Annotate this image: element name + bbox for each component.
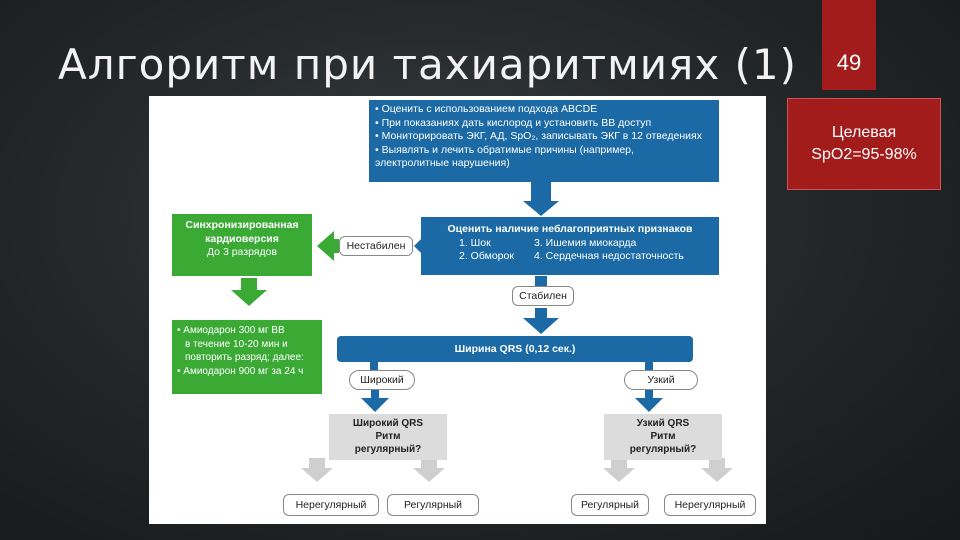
adverse-item-ischemia: 3. Ишемия миокарда (534, 236, 637, 249)
arrow-down-1 (523, 181, 559, 216)
narrow-qrs-line: Ритм (650, 431, 676, 442)
narrow-qrs-line: Узкий QRS (636, 418, 690, 429)
cardioversion-line: кардиоверсия (205, 232, 279, 245)
unstable-label: Нестабилен (339, 236, 413, 256)
wide-irregular-label: Нерегулярный (283, 494, 379, 516)
arrow-down-narrow-2 (635, 390, 663, 412)
note-line-2: SpO2=95-98% (811, 146, 917, 163)
wide-qrs-box: Широкий QRS Ритм регулярный? (329, 414, 447, 460)
initial-assessment-line: • Выявлять и лечить обратимые причины (н… (375, 143, 634, 156)
wide-qrs-line: Широкий QRS (352, 418, 424, 429)
cardioversion-line: Синхронизированная (185, 219, 299, 231)
adverse-features-title: Оценить наличие неблагоприятных признако… (447, 223, 693, 235)
arrow-down-wide-2 (361, 390, 389, 412)
wide-regular-label: Регулярный (387, 494, 479, 516)
cardioversion-line: До 3 разрядов (206, 246, 278, 258)
narrow-qrs-line: регулярный? (629, 444, 697, 455)
qrs-width-box: Ширина QRS (0,12 сек.) (337, 336, 693, 362)
narrow-regular-label: Регулярный (571, 494, 649, 516)
arrow-down-3 (523, 308, 559, 334)
qrs-width-label: Ширина QRS (0,12 сек.) (454, 343, 576, 355)
page-number-tab: 49 (822, 0, 876, 90)
amiodarone-line: • Амиодарон 300 мг ВВ (177, 325, 285, 336)
arrow-left-cardioversion (317, 231, 339, 261)
stable-label: Стабилен (512, 286, 574, 306)
initial-assessment-line: • Оценить с использованием подхода ABCDE (375, 103, 598, 115)
initial-assessment-line: электролитные нарушения) (375, 157, 510, 169)
arrow-down-green (231, 278, 267, 306)
amiodarone-box: • Амиодарон 300 мг ВВ в течение 10-20 ми… (172, 320, 322, 394)
adverse-item-heart-failure: 4. Сердечная недостаточность (534, 250, 684, 262)
arrow-grey-1 (301, 458, 333, 482)
wide-qrs-line: регулярный? (354, 444, 422, 455)
target-spo2-note: Целевая SpO2=95-98% (787, 98, 941, 190)
arrow-grey-3 (603, 458, 635, 482)
page-number: 49 (836, 50, 862, 75)
narrow-qrs-box: Узкий QRS Ритм регулярный? (604, 414, 722, 460)
arrow-down-wide (370, 361, 378, 370)
wide-label: Широкий (349, 370, 415, 390)
adverse-features-box: Оценить наличие неблагоприятных признако… (421, 217, 719, 275)
adverse-item-shock: 1. Шок (459, 236, 491, 249)
arrow-grey-2 (413, 458, 445, 482)
narrow-irregular-label: Нерегулярный (664, 494, 756, 516)
narrow-label: Узкий (624, 370, 698, 390)
cardioversion-box: Синхронизированная кардиоверсия До 3 раз… (172, 214, 312, 276)
slide-title: Алгоритм при тахиаритмиях (1) (58, 40, 798, 89)
amiodarone-line: • Амиодарон 900 мг за 24 ч (177, 365, 304, 377)
arrow-grey-4 (701, 458, 733, 482)
tachyarrhythmia-flowchart: • Оценить с использованием подхода ABCDE… (149, 96, 766, 524)
note-line-1: Целевая (831, 124, 897, 141)
amiodarone-line: повторить разряд; далее: (185, 352, 304, 363)
adverse-item-syncope: 2. Обморок (459, 250, 514, 262)
wide-qrs-line: Ритм (375, 431, 401, 442)
arrow-down-narrow (645, 361, 653, 370)
amiodarone-line: в течение 10-20 мин и (185, 338, 288, 350)
initial-assessment-line: • При показаниях дать кислород и установ… (375, 116, 652, 129)
initial-assessment-box: • Оценить с использованием подхода ABCDE… (369, 100, 719, 182)
initial-assessment-line: • Мониторировать ЭКГ, АД, SpO₂, записыва… (375, 130, 702, 142)
